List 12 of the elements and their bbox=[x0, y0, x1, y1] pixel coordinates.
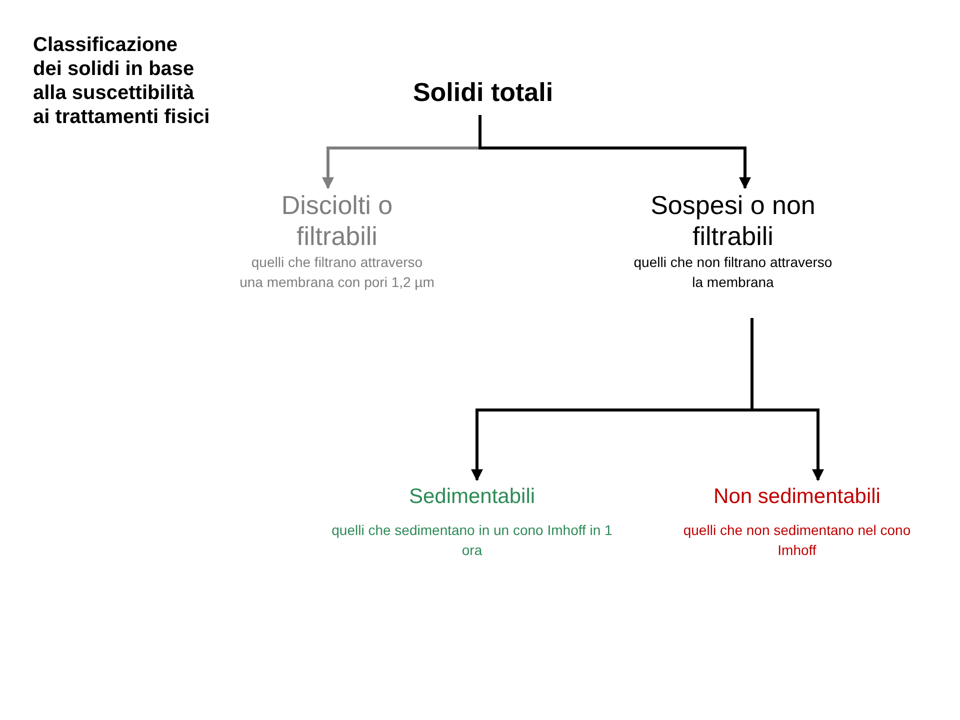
node-heading: Sospesi o non filtrabili bbox=[650, 190, 816, 252]
node-heading: Disciolti o filtrabili bbox=[280, 190, 394, 252]
node-description: quelli che filtrano attraverso una membrana con pori 1,2 µm bbox=[240, 253, 434, 292]
arrow bbox=[478, 115, 751, 190]
diagram-title: Classificazione dei solidi in base alla suscettibilità ai trattamenti fisici bbox=[33, 33, 211, 129]
node-description: quelli che non filtrano attraverso la membrana bbox=[633, 253, 833, 292]
node-description: quelli che sedimentano in un cono Imhoff in 1 ora bbox=[330, 521, 614, 560]
arrow bbox=[750, 318, 824, 482]
node-description: quelli che non sedimentano nel cono Imhoff bbox=[682, 521, 912, 560]
node-heading: Solidi totali bbox=[412, 76, 554, 109]
node-heading: Sedimentabili bbox=[408, 484, 536, 510]
node-heading: Non sedimentabili bbox=[714, 484, 880, 510]
